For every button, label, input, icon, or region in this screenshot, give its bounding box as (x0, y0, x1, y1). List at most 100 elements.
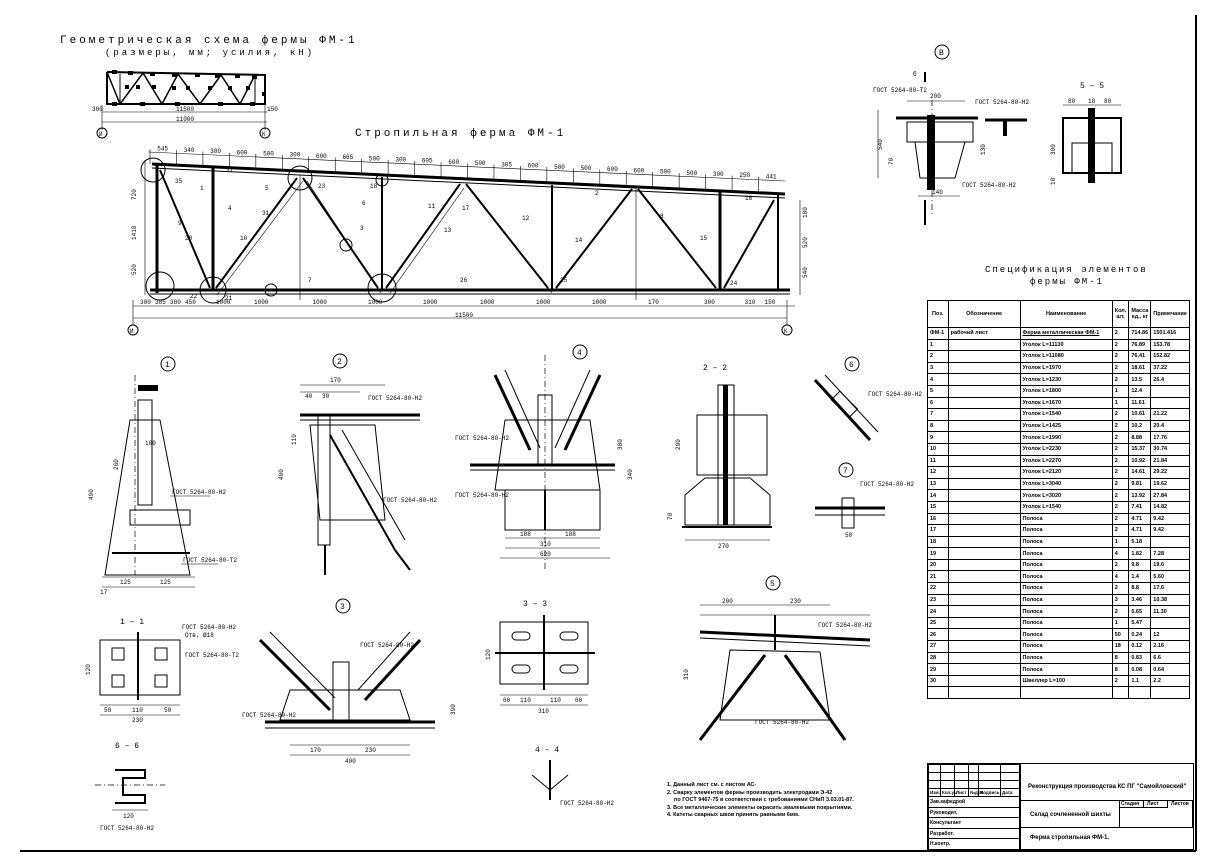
truss-bottom-dim: 1000 (216, 299, 231, 306)
spec-cell-mass: 13.5 (1128, 373, 1152, 386)
specification-table: Поз. Обозначение Наименование Кол. шт. М… (927, 300, 1190, 699)
detail-2-dim: 400 (278, 469, 285, 480)
truss-member-label: 24 (730, 280, 738, 287)
tb-col-header: Кол.уч (942, 790, 957, 795)
spec-cell-designation (947, 396, 1021, 410)
truss-top-dim: 250 (739, 172, 750, 179)
geometry-scheme-subtitle: (размеры, мм; усилия, кН) (105, 48, 315, 58)
spec-cell-mass: 4.71 (1128, 512, 1152, 526)
spec-cell-designation (947, 500, 1021, 514)
section-6-6: 6 – 6 120 ГОСТ 5264-80-Н2 (95, 742, 165, 832)
truss-member-label: 23 (318, 183, 326, 190)
section-3-3-dim: 60 (503, 697, 511, 704)
spec-cell-note: 27.84 (1150, 489, 1190, 502)
spec-cell-note: 11.30 (1150, 605, 1190, 618)
detail-4-dim: 188 (565, 531, 576, 538)
spec-cell-name: Полоса (1019, 605, 1113, 618)
spec-cell-designation (947, 582, 1021, 595)
spec-cell-name: Уголок L=3040 (1019, 477, 1113, 491)
truss-member-label: 4 (228, 205, 232, 212)
spec-cell-note: 12 (1150, 628, 1190, 642)
spec-cell-name: Полоса (1019, 570, 1113, 584)
truss-member-label: 16 (745, 195, 753, 202)
truss-top-dim: 300 (395, 157, 406, 164)
spec-cell-qty: 50 (1111, 628, 1130, 642)
spec-cell-pos: 15 (927, 500, 949, 514)
spec-cell-designation (947, 384, 1021, 398)
spec-cell-qty: 2 (1111, 558, 1130, 572)
detail-3-dim: 400 (345, 758, 356, 765)
truss-bottom-dim: 385 (155, 299, 166, 306)
spec-cell-mass: 76.89 (1128, 338, 1152, 352)
spec-cell-qty: 2 (1111, 361, 1130, 375)
detail-1-label: 1 (165, 361, 170, 370)
truss-member-label: 10 (240, 235, 248, 242)
truss-top-dim: 305 (501, 161, 512, 168)
spec-cell-name: Уголок L=11130 (1019, 338, 1113, 352)
geometry-scheme: Геометрическая схема фермы ФМ-1 (размеры… (60, 34, 355, 139)
spec-cell-note: 7.28 (1150, 547, 1190, 560)
truss-member-label: 21 (225, 295, 233, 302)
truss-bottom-dim: 1000 (313, 299, 328, 306)
spec-cell-name: Полоса (1019, 547, 1113, 560)
detail-4-dim: 340 (627, 469, 634, 480)
truss-member-label: 7 (308, 277, 312, 284)
spec-cell-note: 30.74 (1150, 442, 1190, 456)
spec-cell-pos: 10 (927, 442, 949, 456)
spec-cell-mass: 5.18 (1128, 535, 1152, 549)
spec-cell-name: Полоса (1019, 512, 1113, 526)
detail-v-weld-note: ГОСТ 5264-80-Т2 (873, 87, 927, 94)
spec-cell-designation (947, 686, 1021, 699)
detail-6: 6 ГОСТ 5264-80-Н2 (813, 356, 922, 442)
detail-2-dim: 110 (291, 434, 298, 445)
spec-row (927, 686, 1190, 699)
detail-5-weld-note: ГОСТ 5264-80-Н2 (755, 719, 809, 726)
spec-cell-designation (947, 361, 1021, 375)
spec-cell-designation (947, 640, 1021, 653)
spec-cell-mass: 8.8 (1128, 582, 1152, 595)
spec-cell-note: 20.4 (1150, 419, 1190, 433)
spec-cell-note: 21.22 (1150, 408, 1190, 421)
spec-cell-name: Полоса (1019, 651, 1113, 665)
detail-v-weld-note: ГОСТ 5264-80-Н2 (962, 182, 1016, 189)
truss-top-dim: 545 (157, 146, 168, 153)
section-2-2-dim: 70 (667, 512, 674, 520)
tb-col-header: Изм. (930, 790, 940, 795)
detail-v-weld-note: ГОСТ 5264-80-Н2 (975, 99, 1029, 106)
truss-top-dim: 500 (263, 151, 274, 158)
truss-top-dim: 600 (237, 149, 248, 156)
truss-member-label: 14 (575, 237, 583, 244)
spec-cell-mass: 1.1 (1128, 674, 1152, 688)
spec-cell-name: Уголок L=1990 (1019, 431, 1113, 444)
truss-top-dim: 500 (686, 170, 697, 177)
top-chord (151, 162, 786, 196)
spec-cell-designation (947, 477, 1021, 491)
spec-cell-qty: 2 (1111, 442, 1130, 456)
detail-4-dim: 310 (540, 541, 551, 548)
detail-6-label: 6 (849, 361, 854, 370)
spec-cell-mass: 10.61 (1128, 408, 1152, 421)
tb-role-row: Н.контр. (928, 838, 1021, 850)
spec-cell-name: Полоса (1019, 593, 1113, 607)
tb-col-header: Подпись (980, 790, 1000, 795)
truss-overall-dim: 11500 (455, 312, 473, 319)
truss-bottom-dim: 450 (185, 299, 196, 306)
spec-header-designation: Обозначение (947, 300, 1021, 328)
detail-5-weld-note: ГОСТ 5264-80-Н2 (818, 622, 872, 629)
spec-cell-mass: 9.8 (1128, 558, 1152, 572)
spec-cell-qty: 2 (1111, 512, 1130, 526)
spec-cell-pos: 16 (927, 512, 949, 526)
truss-top-dim: 600 (528, 163, 539, 170)
section-5-5-dim: 18 (1088, 98, 1096, 105)
truss-right-dim-2: 520 (802, 237, 809, 248)
spec-cell-pos: 2 (927, 350, 949, 363)
spec-cell-designation (947, 338, 1021, 352)
spec-cell-name: Полоса (1019, 582, 1113, 595)
spec-cell-note: 6.6 (1150, 651, 1190, 665)
section-6-6-dim: 120 (123, 813, 134, 820)
